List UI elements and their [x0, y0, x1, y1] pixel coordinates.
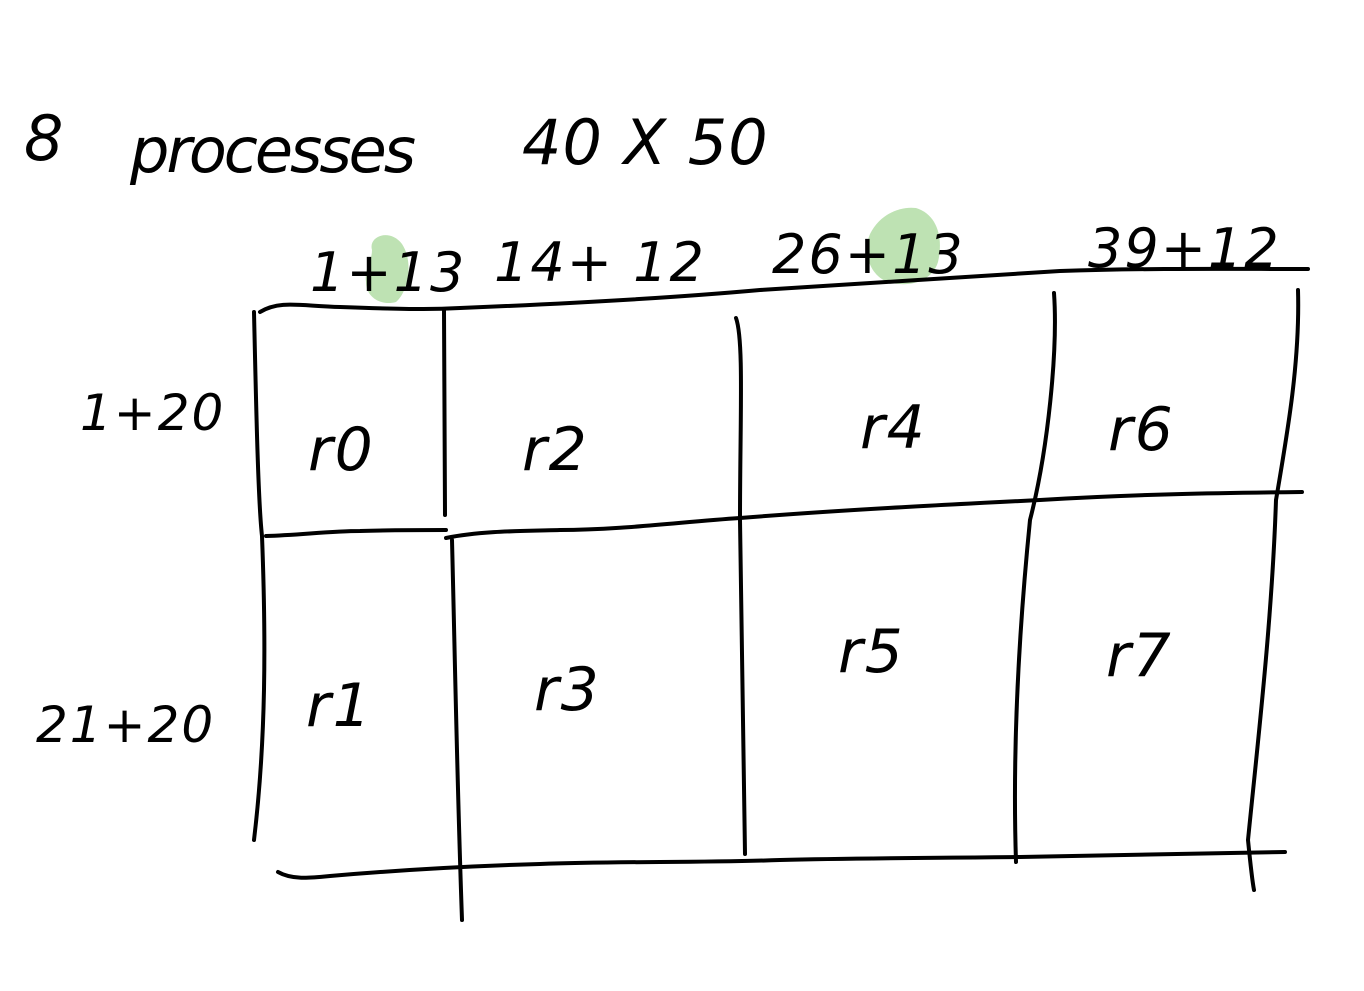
grid-size-label: 40 X 50 — [522, 106, 769, 179]
column-label-2: 14+ 12 — [494, 231, 706, 294]
grid-right-line — [1246, 288, 1301, 892]
grid-divider-2 — [734, 316, 747, 856]
grid-left-line — [252, 310, 267, 842]
grid-vertical-lines — [252, 288, 1301, 922]
column-label-3: 26+13 — [772, 223, 965, 286]
highlight-mark-col1 — [365, 235, 409, 304]
grid-divider-1-lower — [450, 538, 464, 922]
processes-word: processes — [130, 114, 416, 187]
cell-r7: r7 — [1106, 621, 1173, 691]
grid-bottom-line — [276, 850, 1287, 880]
highlight-mark-col3 — [866, 207, 940, 285]
cell-r4: r4 — [860, 393, 927, 463]
cell-r6: r6 — [1108, 395, 1175, 465]
column-label-4: 39+12 — [1088, 217, 1281, 280]
cell-r5: r5 — [838, 617, 905, 687]
grid-top-line — [258, 266, 1310, 314]
cell-r2: r2 — [522, 415, 589, 485]
cell-r1: r1 — [306, 671, 373, 741]
grid-horizontal-lines — [258, 266, 1310, 880]
grid-middle-line-left — [264, 528, 448, 538]
cell-r0: r0 — [308, 415, 375, 485]
row-label-1: 1+20 — [80, 384, 226, 442]
grid-divider-3 — [1012, 291, 1057, 864]
column-label-1: 1+13 — [310, 241, 467, 304]
cell-r3: r3 — [534, 655, 601, 725]
process-count: 8 — [24, 102, 65, 175]
grid-middle-line-right — [444, 490, 1304, 540]
row-label-2: 21+20 — [36, 696, 216, 754]
grid-divider-1-upper — [442, 308, 447, 517]
highlight-marks — [365, 207, 940, 304]
